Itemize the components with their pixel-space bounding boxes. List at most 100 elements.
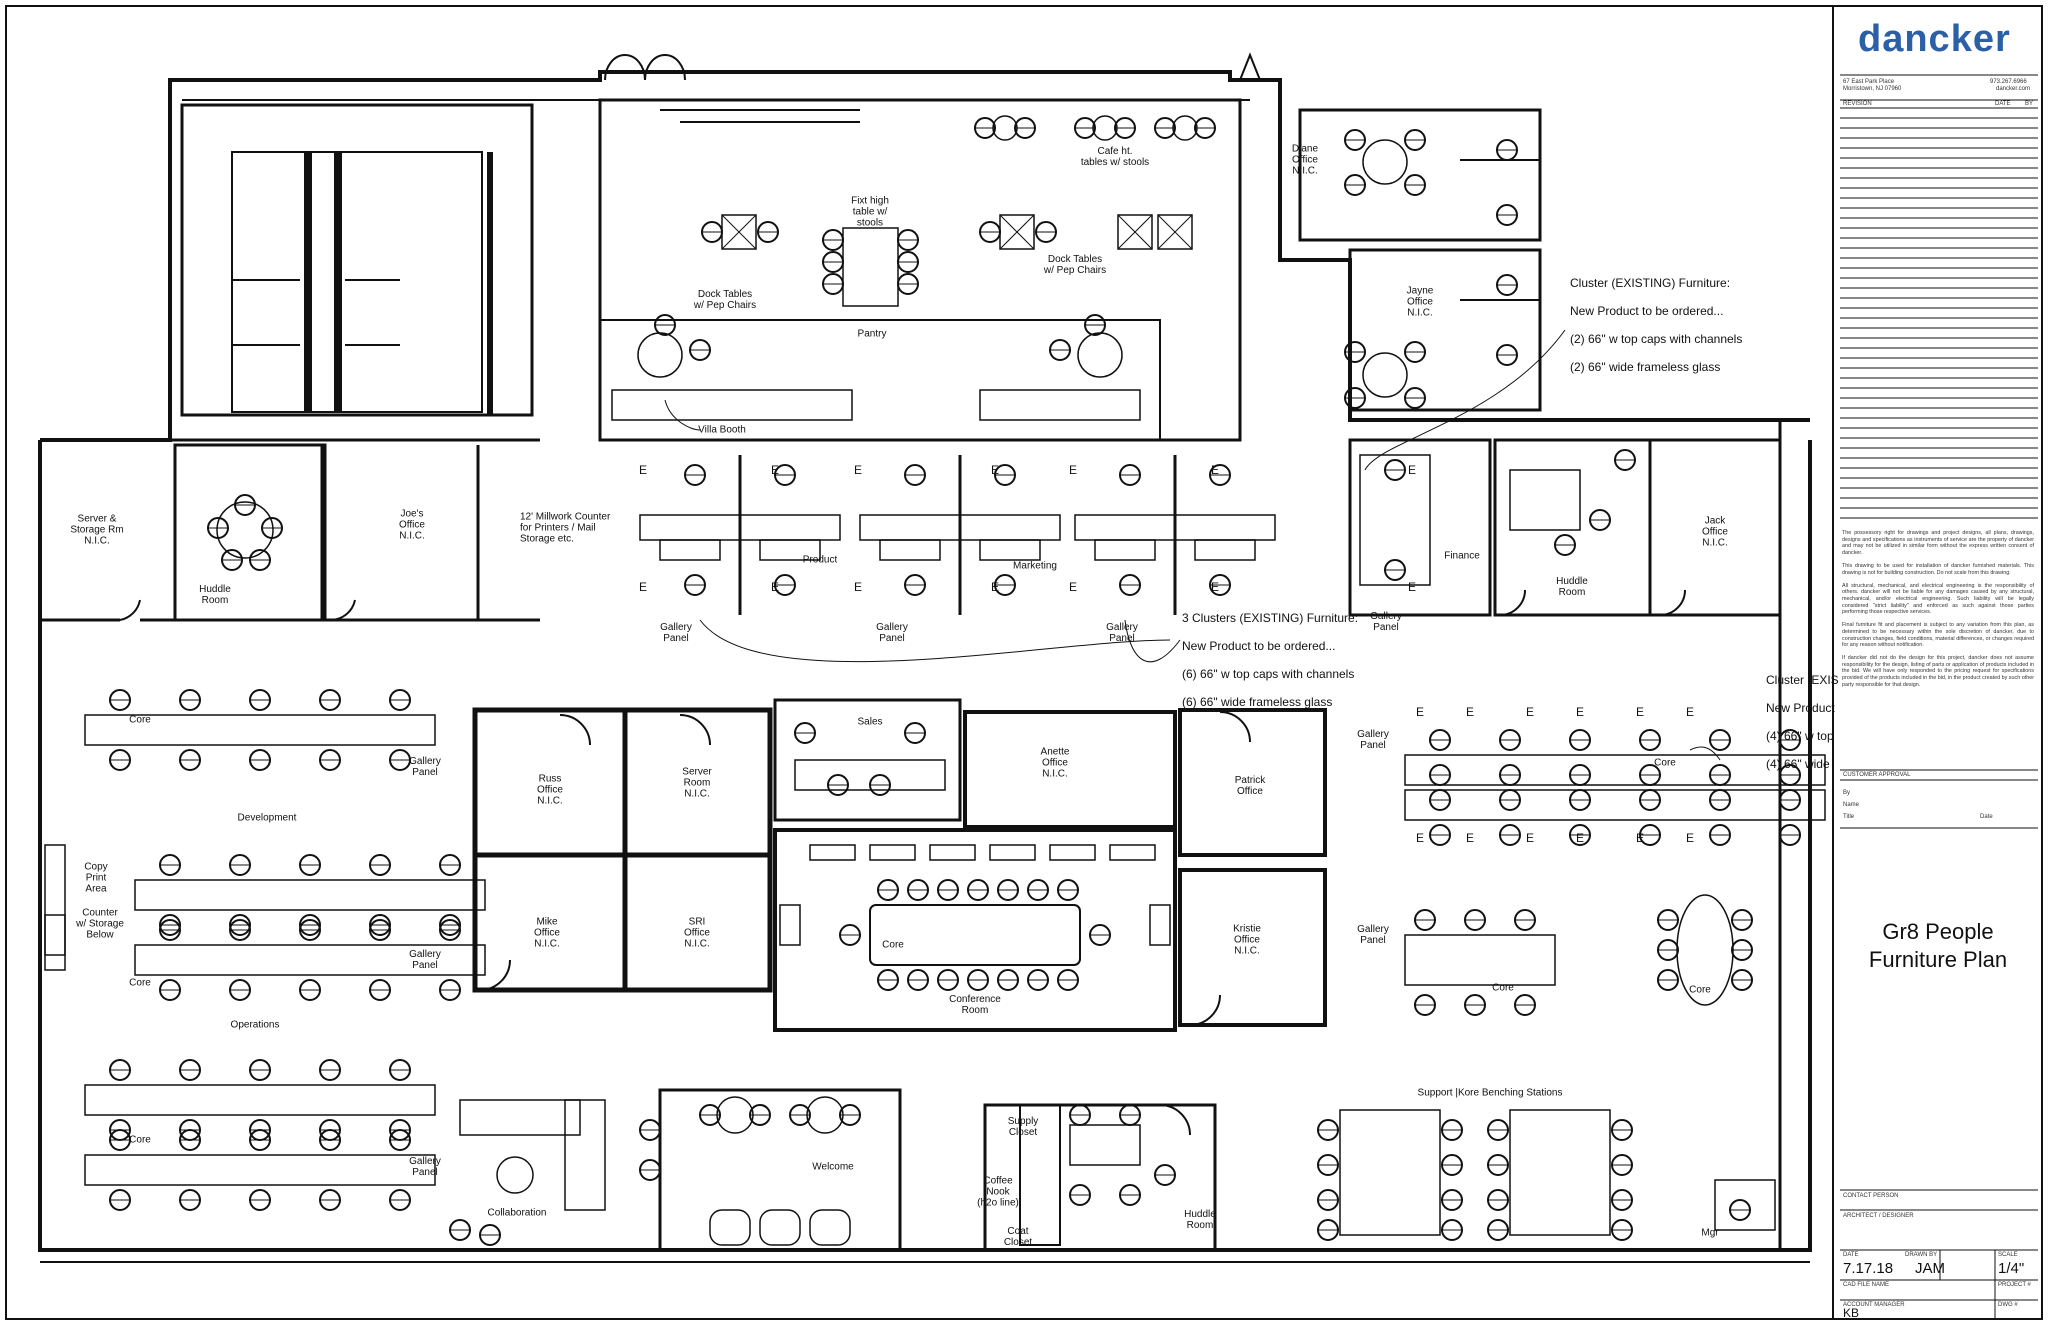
server-room-label: Server Room N.I.C. <box>682 766 712 800</box>
millwork-counter-label: 12' Millwork Counter for Printers / Mail… <box>520 511 611 545</box>
approval-date-label: Date <box>1980 814 1993 820</box>
callout-line: (2) 66" w top caps with channels <box>1570 332 1743 346</box>
conference-table <box>869 904 1081 966</box>
workstation-desk <box>1359 454 1431 586</box>
operations-label: Operations <box>230 1019 280 1031</box>
villa-booth <box>979 389 1141 421</box>
counter-storage-label: Counter w/ Storage Below <box>76 907 124 941</box>
revision-label: REVISION <box>1843 101 1872 107</box>
table-cross <box>1157 214 1193 250</box>
supply-closet-label: Supply Closet <box>1007 1116 1039 1138</box>
existing-marker: E <box>638 580 648 594</box>
workstation-desk <box>1149 904 1171 946</box>
existing-marker: E <box>638 463 648 477</box>
workstation-desk <box>134 944 486 976</box>
lounge-chair <box>809 1209 851 1246</box>
kristie-office-label: Kristie Office N.I.C. <box>1233 923 1261 957</box>
existing-marker: E <box>1525 705 1535 719</box>
approval-title-label: Title <box>1843 814 1855 820</box>
core-label: Core <box>129 977 151 989</box>
workstation-desk <box>134 879 486 911</box>
mgr-label: Mgr <box>1701 1227 1719 1239</box>
coffee-nook-label: Coffee Nook (h2o line) <box>977 1175 1019 1209</box>
workstation-desk <box>929 844 976 861</box>
workstation-desk <box>84 714 436 746</box>
project-title-line2: Furniture Plan <box>1868 947 2008 972</box>
architect-label: ARCHITECT / DESIGNER <box>1843 1213 1914 1219</box>
existing-marker: E <box>1415 831 1425 845</box>
support-benching-label: Support |Kore Benching Stations <box>1417 1087 1563 1099</box>
anette-office-label: Anette Office N.I.C. <box>1040 746 1070 780</box>
revision-date-label: DATE <box>1995 101 2011 107</box>
round-table <box>216 501 274 559</box>
gallery-panel-label: Gallery Panel <box>1106 622 1138 644</box>
account-manager-label: ACCOUNT MANAGER <box>1843 1302 1905 1308</box>
disclaimer-note: The possessory right for drawings and pr… <box>1842 530 2034 688</box>
mike-office-label: Mike Office N.I.C. <box>534 916 560 950</box>
callout-line: (2) 66" wide frameless glass <box>1570 360 1721 374</box>
firm-web: dancker.com <box>1996 86 2031 92</box>
existing-marker: E <box>1635 831 1645 845</box>
round-table <box>1362 139 1408 185</box>
cluster-callout-right: Cluster (EXIS New Product (4) 66" w top … <box>1766 659 1839 785</box>
existing-marker: E <box>1210 580 1220 594</box>
copy-print-area-label: Copy Print Area <box>84 861 108 895</box>
server-storage-label: Server & Storage Rm N.I.C. <box>70 513 124 547</box>
finance-label: Finance <box>1444 550 1480 562</box>
lounge-chair <box>759 1209 801 1246</box>
workstation-desk <box>809 844 856 861</box>
joes-office-label: Joe's Office N.I.C. <box>399 508 425 542</box>
callout-line: New Product to be ordered... <box>1182 639 1336 653</box>
jack-office-label: Jack Office N.I.C. <box>1702 515 1728 549</box>
core-label: Core <box>882 939 904 951</box>
scale-label: SCALE <box>1998 1252 2018 1258</box>
firm-address-1: 67 East Park Place <box>1843 79 1895 85</box>
russ-office-label: Russ Office N.I.C. <box>537 773 563 807</box>
firm-address-2: Morristown, NJ 07960 <box>1843 86 1902 92</box>
workstation-desk <box>879 539 941 561</box>
workstation-desk <box>1094 539 1156 561</box>
project-number-label: PROJECT # <box>1998 1282 2031 1288</box>
core-label: Core <box>1492 982 1514 994</box>
workstation-desk <box>794 759 946 791</box>
diane-office-label: Diane Office N.I.C. <box>1291 143 1319 177</box>
workstation-desk <box>989 844 1036 861</box>
project-title: Gr8 People Furniture Plan <box>1842 918 2034 974</box>
workstation-desk <box>84 1154 436 1186</box>
fixt-high-table-label: Fixt high table w/ stools <box>851 195 889 229</box>
gallery-panel-label: Gallery Panel <box>876 622 908 644</box>
development-label: Development <box>237 812 297 824</box>
cad-file-label: CAD FILE NAME <box>1843 1282 1890 1288</box>
gallery-panel-label: Gallery Panel <box>1357 729 1389 751</box>
welcome-label: Welcome <box>812 1161 854 1173</box>
date-value: 7.17.18 <box>1843 1260 1894 1277</box>
gallery-panel-label: Gallery Panel <box>660 622 692 644</box>
existing-marker: E <box>1415 705 1425 719</box>
existing-marker: E <box>1407 580 1417 594</box>
workstation-desk <box>779 904 801 946</box>
cluster-callout-top: Cluster (EXISTING) Furniture: New Produc… <box>1570 262 1742 388</box>
square-table <box>1157 214 1193 250</box>
round-table <box>806 1096 844 1134</box>
existing-marker: E <box>853 463 863 477</box>
huddle-room-left-label: Huddle Room <box>199 584 231 606</box>
jayne-office-label: Jayne Office N.I.C. <box>1406 285 1434 319</box>
existing-marker: E <box>1465 705 1475 719</box>
huddle-room-bottom-label: Huddle Room <box>1184 1209 1216 1231</box>
villa-booth-label: Villa Booth <box>698 424 746 436</box>
workstation-desk <box>1404 934 1556 986</box>
villa-booth <box>611 389 853 421</box>
existing-marker: E <box>990 580 1000 594</box>
existing-marker: E <box>1635 705 1645 719</box>
dwg-number-label: DWG # <box>1998 1302 2018 1308</box>
round-table <box>1077 332 1123 378</box>
core-label: Core <box>129 714 151 726</box>
dock-tables-right-label: Dock Tables w/ Pep Chairs <box>1043 254 1107 276</box>
high-table <box>842 227 899 307</box>
marketing-label: Marketing <box>1013 560 1057 572</box>
callout-line: (6) 66" w top caps with channels <box>1182 667 1355 681</box>
approval-name-label: Name <box>1843 802 1860 808</box>
round-table <box>496 1156 534 1194</box>
callout-line: (4) 66" wide <box>1766 757 1830 771</box>
